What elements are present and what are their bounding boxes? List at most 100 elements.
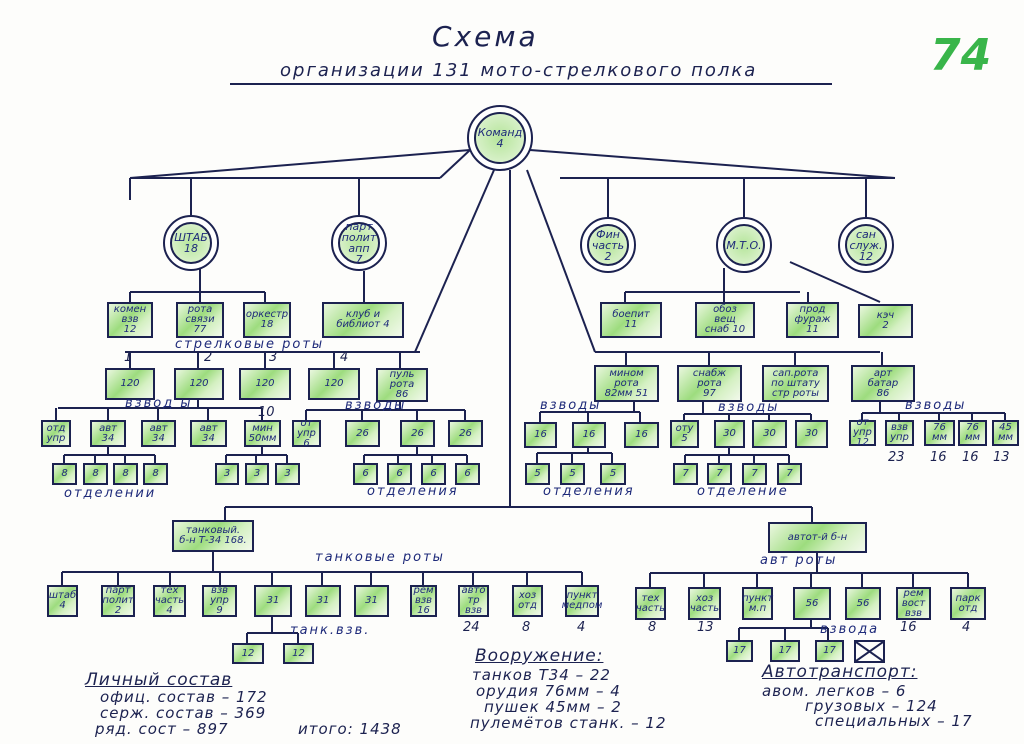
org-unit-t-avto: авто тр взв xyxy=(458,585,489,617)
org-unit-klub: клуб и библиот 4 xyxy=(322,302,404,338)
org-unit-q3a: 3 xyxy=(215,463,239,485)
org-unit-mm76b: 76 мм xyxy=(958,420,987,446)
connector-line xyxy=(129,149,471,179)
org-unit-a17b: 17 xyxy=(770,640,800,662)
connector-line xyxy=(789,261,881,303)
crossed-out-box xyxy=(854,640,885,663)
org-unit-q5c: 5 xyxy=(600,463,626,485)
org-unit-p26c: 26 xyxy=(448,420,483,447)
org-unit-avt2: авт 34 xyxy=(141,420,176,447)
org-unit-otu5: оту 5 xyxy=(670,420,699,448)
org-unit-t-part: парт полит 2 xyxy=(101,585,135,617)
org-unit-t-tech: тех часть 4 xyxy=(153,585,186,617)
org-unit-t31a: 31 xyxy=(254,585,292,617)
org-unit-t-rem: рем взв 16 xyxy=(410,585,437,617)
org-unit-q8c: 8 xyxy=(113,463,138,485)
org-unit-minrota: мином рота 82мм 51 xyxy=(594,365,659,402)
org-unit-komen: комен взв 12 xyxy=(107,302,153,338)
org-unit-q7d: 7 xyxy=(777,463,802,485)
org-unit-r1: 120 xyxy=(105,368,155,400)
org-unit-a-park: парк отд xyxy=(950,587,986,620)
org-unit-snabrota: снабж рота 97 xyxy=(677,365,742,402)
org-unit-a17c: 17 xyxy=(815,640,844,662)
personnel-heading: Личный состав xyxy=(85,670,233,690)
org-unit-label: парт полит апп 7 xyxy=(338,221,380,265)
org-unit-otupr6: от упр 6 xyxy=(292,418,321,448)
label-platoons-b: взводы xyxy=(345,398,407,413)
org-unit-t31b: 31 xyxy=(305,585,341,617)
transport-special: специальных – 17 xyxy=(815,712,973,730)
label-t-24: 24 xyxy=(463,620,480,635)
org-unit-label: сан служ. 12 xyxy=(845,224,887,266)
org-unit-avt3: авт 34 xyxy=(190,420,227,447)
org-unit-t12a: 12 xyxy=(232,643,264,664)
org-unit-partpolit: парт полит апп 7 xyxy=(331,215,387,271)
transport-trucks: грузовых – 124 xyxy=(805,697,938,715)
org-unit-r3: 120 xyxy=(239,368,291,400)
org-unit-s30b: 30 xyxy=(752,420,787,448)
org-unit-prod: прод фураж 11 xyxy=(786,302,839,338)
label-platoons-e: взводы xyxy=(905,398,967,413)
org-unit-saprota: сап.рота по штату стр роты xyxy=(762,365,829,402)
org-unit-m16b: 16 xyxy=(572,422,606,448)
label-a-16: 16 xyxy=(900,620,917,635)
org-unit-boepit: боепит 11 xyxy=(600,302,662,338)
org-unit-a-hoz: хоз часть xyxy=(688,587,721,620)
label-t-8: 8 xyxy=(522,620,531,635)
org-unit-s30c: 30 xyxy=(795,420,828,448)
label-tank-platoons: танк.взв. xyxy=(290,623,371,638)
org-unit-q7b: 7 xyxy=(707,463,732,485)
label-squads-d: отделение xyxy=(697,484,789,499)
org-unit-fin: Фин часть 2 xyxy=(580,217,636,273)
label-platoons-d: взводы xyxy=(718,400,780,415)
org-unit-t-hoz: хоз отд xyxy=(512,585,543,617)
label-n3: 3 xyxy=(269,350,278,365)
org-unit-a56b: 56 xyxy=(845,587,881,620)
org-unit-q6a: 6 xyxy=(353,463,378,485)
armament-tanks: танков Т34 – 22 xyxy=(472,666,611,684)
org-unit-min50: мин 50мм xyxy=(244,420,281,447)
org-unit-q7c: 7 xyxy=(742,463,767,485)
transport-heading: Автотранспорт: xyxy=(762,662,918,682)
armament-guns45: пушек 45мм – 2 xyxy=(484,698,622,716)
label-rifle-companies: стрелковые роты xyxy=(175,337,325,352)
org-unit-svyaz: рота связи 77 xyxy=(176,302,224,338)
personnel-total: итого: 1438 xyxy=(298,720,402,738)
org-unit-m16a: 16 xyxy=(524,422,557,448)
org-unit-label: Команд 4 xyxy=(474,112,526,164)
label-platoons-c: взводы xyxy=(540,398,602,413)
label-art-16a: 16 xyxy=(930,450,947,465)
label-squads-b: отделения xyxy=(367,484,459,499)
org-unit-shtab: ШТАБ 18 xyxy=(163,215,219,271)
org-unit-q6c: 6 xyxy=(421,463,446,485)
armament-mg: пулемётов станк. – 12 xyxy=(470,714,667,732)
label-squads-c: отделения xyxy=(543,484,635,499)
armament-guns76: орудия 76мм – 4 xyxy=(476,682,621,700)
label-n10: 10 xyxy=(258,405,275,420)
org-unit-q6b: 6 xyxy=(387,463,412,485)
org-unit-s30a: 30 xyxy=(714,420,745,448)
org-unit-q5a: 5 xyxy=(525,463,550,485)
org-unit-q3b: 3 xyxy=(245,463,269,485)
org-unit-cmd: Команд 4 xyxy=(467,105,533,171)
label-auto-companies: авт роты xyxy=(760,553,838,568)
org-unit-t31c: 31 xyxy=(354,585,389,617)
label-a-4: 4 xyxy=(962,620,971,635)
org-unit-p26a: 26 xyxy=(345,420,380,447)
label-platoons-a: взвод ы xyxy=(125,396,193,411)
org-unit-a-mp: пункт м.п xyxy=(742,587,773,620)
page-number: 74 xyxy=(930,30,992,81)
org-unit-a-rem: рем вост взв xyxy=(896,587,931,620)
org-unit-q8a: 8 xyxy=(52,463,77,485)
armament-heading: Вооружение: xyxy=(475,646,604,666)
org-unit-q5b: 5 xyxy=(560,463,585,485)
org-unit-mto: М.Т.О. xyxy=(716,217,772,273)
org-unit-q6d: 6 xyxy=(455,463,480,485)
org-unit-vzvupr: взв упр xyxy=(885,420,914,446)
label-n1: 1 xyxy=(124,350,133,365)
label-art-16b: 16 xyxy=(962,450,979,465)
label-tank-companies: танковые роты xyxy=(315,550,445,565)
diagram-title: Схема xyxy=(432,20,539,53)
org-unit-kech: кэч 2 xyxy=(858,304,913,338)
org-unit-q8b: 8 xyxy=(83,463,108,485)
